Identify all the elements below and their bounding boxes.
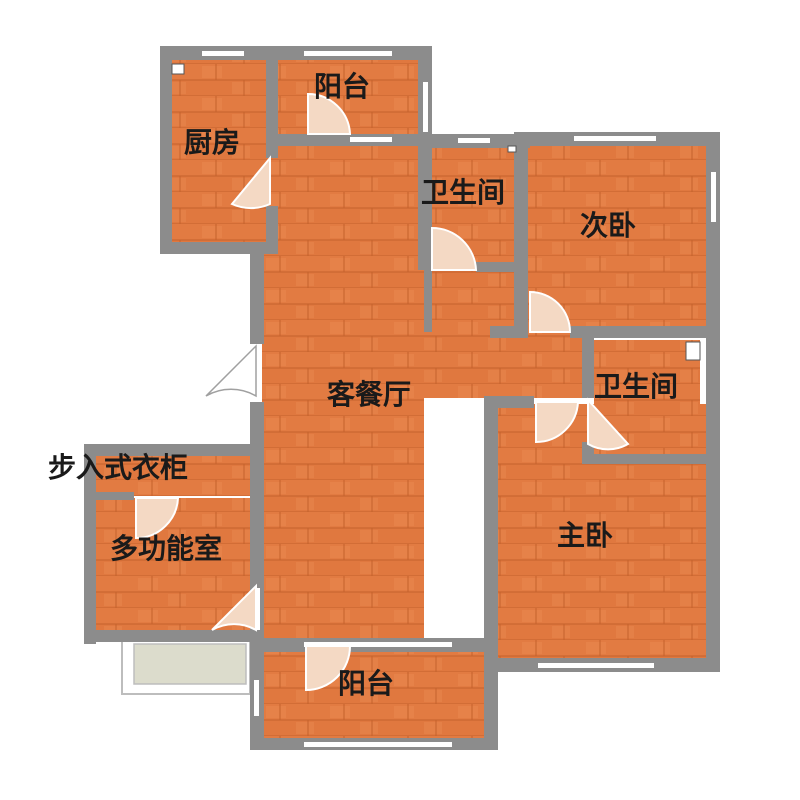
wall-bed2-bottom-left bbox=[490, 326, 528, 338]
window-balcony-top-side bbox=[423, 82, 428, 132]
wall-kitchen-bottom bbox=[160, 242, 270, 254]
wall-bath1-bottom bbox=[476, 262, 528, 272]
floor-multi-function bbox=[96, 498, 252, 632]
wall-balcony-bottom-right bbox=[484, 638, 498, 750]
label-master-bedroom: 主卧 bbox=[557, 519, 614, 552]
window-balcony-bottom-side bbox=[254, 680, 259, 716]
wall-corridor-stub bbox=[424, 270, 432, 332]
wall-bath2-bottom bbox=[582, 454, 708, 464]
window-kitchen bbox=[202, 51, 244, 56]
label-bathroom-2: 卫生间 bbox=[594, 370, 679, 403]
door-closet bbox=[135, 497, 180, 540]
wall-bed2-bottom-right bbox=[570, 326, 720, 338]
floor-closet bbox=[92, 454, 252, 496]
label-balcony-top: 阳台 bbox=[314, 70, 371, 103]
wall-balcony-top-bottom bbox=[266, 134, 432, 146]
window-balcony-top bbox=[304, 51, 392, 56]
label-second-bedroom: 次卧 bbox=[580, 209, 637, 242]
label-bathroom-1: 卫生间 bbox=[421, 176, 506, 209]
wall-bath1-left bbox=[418, 134, 432, 270]
floors bbox=[92, 60, 710, 742]
door-bath2 bbox=[587, 397, 630, 451]
bath1-fixture-icon bbox=[507, 145, 517, 153]
label-kitchen: 厨房 bbox=[184, 126, 241, 159]
planter-box bbox=[121, 639, 251, 695]
floor-second-bedroom bbox=[526, 142, 710, 330]
window-balcony-bottom bbox=[304, 742, 452, 747]
wall-bath1-right bbox=[514, 134, 528, 334]
window-bath1 bbox=[458, 138, 490, 143]
window-master bbox=[538, 663, 654, 668]
windows bbox=[202, 51, 716, 747]
window-balcony-bottom-top bbox=[304, 642, 452, 647]
wall-closet-top bbox=[84, 444, 264, 456]
wall-kitchen-right-upper bbox=[266, 46, 278, 158]
wall-living-left-upper bbox=[250, 254, 264, 344]
door-balcony-top bbox=[307, 92, 352, 135]
fixtures bbox=[171, 63, 701, 361]
kitchen-fixture-icon bbox=[171, 63, 185, 75]
door-master bbox=[535, 401, 580, 444]
floor-balcony-bottom bbox=[262, 650, 486, 742]
label-living-dining: 客餐厅 bbox=[327, 378, 412, 411]
floor-kitchen bbox=[170, 60, 270, 242]
door-bath1 bbox=[431, 226, 478, 271]
wall-closet-divider bbox=[84, 492, 134, 500]
window-bed2-side bbox=[711, 172, 716, 222]
window-balcony-top-bottom bbox=[350, 137, 392, 142]
door-kitchen bbox=[230, 155, 271, 210]
wall-master-left bbox=[484, 396, 498, 652]
window-bed2 bbox=[574, 136, 656, 141]
doors bbox=[135, 92, 630, 692]
walls bbox=[84, 46, 720, 750]
wall-mf-bottom bbox=[84, 630, 264, 642]
door-multi-function bbox=[211, 583, 257, 632]
floor-balcony-top bbox=[278, 60, 420, 134]
bath2-fixture-icon bbox=[685, 341, 701, 361]
label-multi-function: 多功能室 bbox=[110, 532, 223, 565]
door-balcony-bottom bbox=[305, 645, 352, 692]
window-mf-side bbox=[255, 588, 260, 630]
wall-bath2-left-upper bbox=[582, 338, 594, 398]
wall-kitchen-left bbox=[160, 46, 172, 254]
label-balcony-bottom: 阳台 bbox=[338, 667, 395, 700]
label-walk-in-closet: 步入式衣柜 bbox=[48, 451, 189, 484]
wall-kitchen-right-lower bbox=[266, 206, 278, 254]
door-entry bbox=[205, 344, 257, 398]
door-bed2 bbox=[529, 290, 572, 333]
wall-bed2-right bbox=[706, 132, 720, 670]
floor-living-dining bbox=[262, 142, 424, 642]
